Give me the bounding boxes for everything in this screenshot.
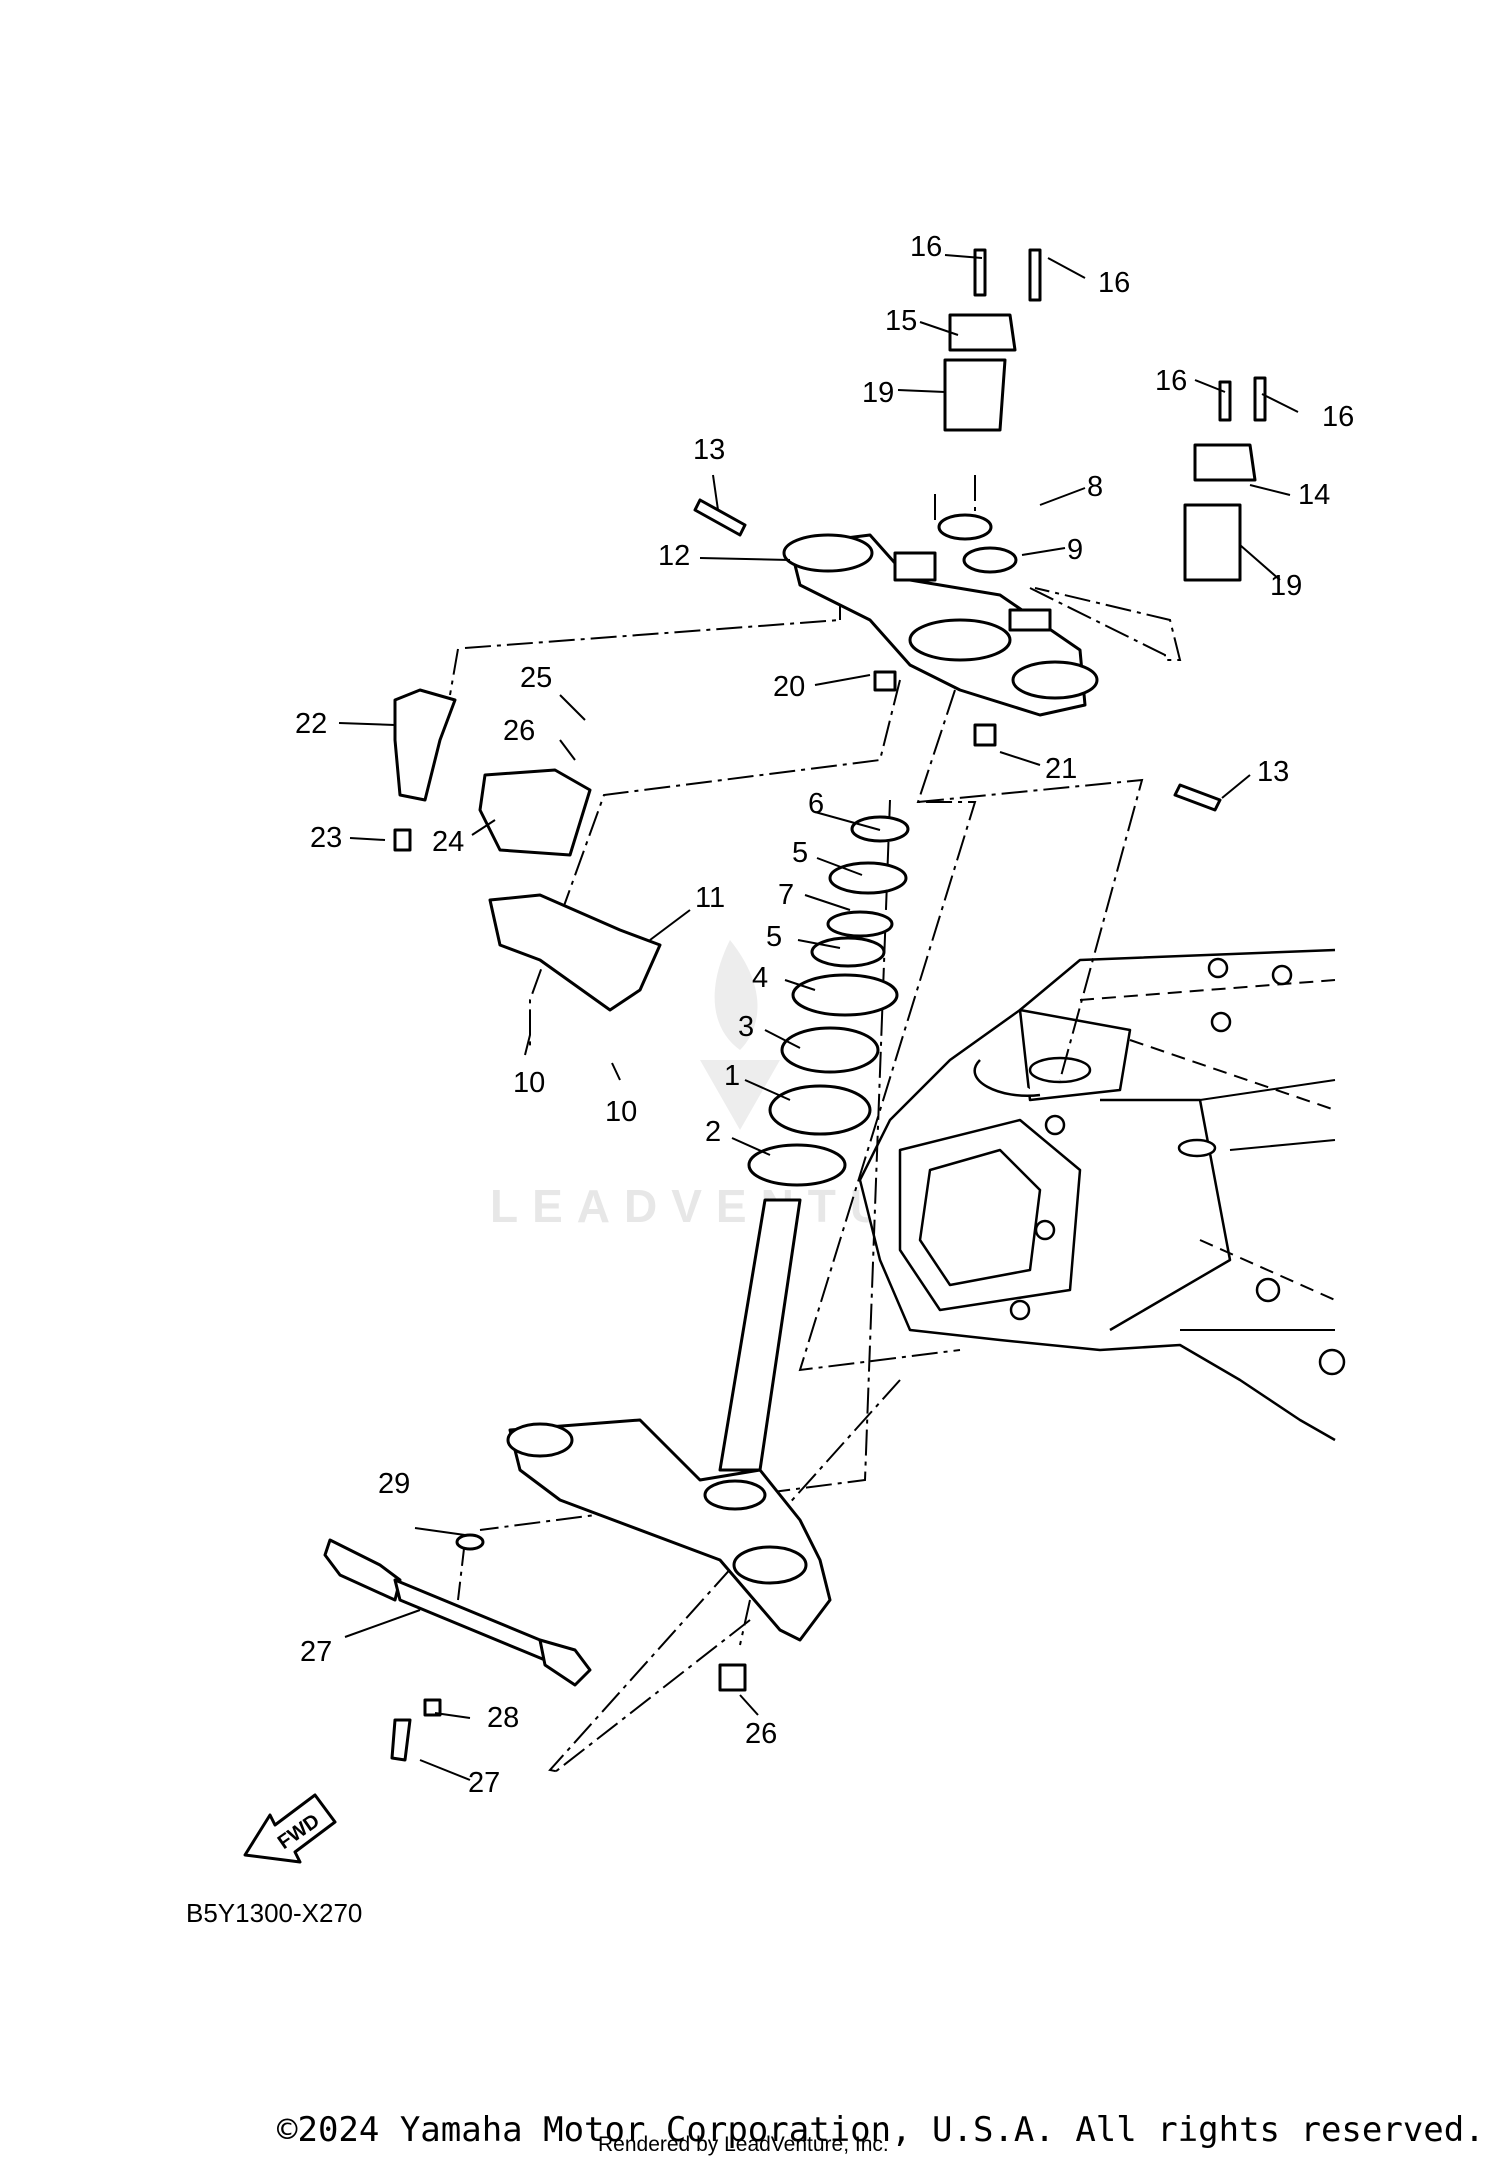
diagram-code: B5Y1300-X270: [186, 1898, 363, 1928]
callout-16: 16: [1322, 401, 1354, 433]
callout-8: 8: [1087, 471, 1103, 503]
bolts: [693, 498, 1222, 812]
callout-19: 21: [1045, 753, 1077, 785]
rendered-by-text: Rendered by LeadVenture, Inc.: [598, 2133, 889, 2156]
upper-bracket: [782, 513, 1099, 747]
bearing-stack: [747, 815, 910, 1187]
callout-2: 2: [705, 1116, 721, 1148]
callout-14: 14: [1298, 479, 1330, 511]
callout-15: 15: [885, 305, 917, 337]
callout-5: 5: [766, 921, 782, 953]
callout-10: 10: [513, 1067, 545, 1099]
left-brackets: [393, 688, 662, 1012]
callout-1: 1: [724, 1060, 740, 1092]
callout-12: 12: [658, 540, 690, 572]
callout-4: 4: [752, 962, 768, 994]
callout-9: 9: [1067, 534, 1083, 566]
steering-stem: [506, 1198, 832, 1642]
frame: [858, 948, 1346, 1442]
callout-26: 26: [745, 1718, 777, 1750]
callout-16: 16: [1155, 365, 1187, 397]
steering-damper: [323, 1533, 747, 1762]
callout-10: 10: [605, 1096, 637, 1128]
callout-28: 28: [487, 1702, 519, 1734]
callout-5: 5: [792, 837, 808, 869]
callout-21: 23: [310, 822, 342, 854]
callout-25: 27: [300, 1636, 332, 1668]
callout-17: 19: [1270, 570, 1302, 602]
callout-18: 19: [862, 377, 894, 409]
callout-6: 6: [808, 788, 824, 820]
callout-7: 7: [778, 879, 794, 911]
callout-13: 13: [1257, 756, 1289, 788]
callout-19: 20: [773, 671, 805, 703]
callout-22: 24: [432, 826, 464, 858]
callout-24: 26: [503, 715, 535, 747]
callout-20: 22: [295, 708, 327, 740]
callout-27: 27: [468, 1767, 500, 1799]
callouts: 16 16 15 19 16 16 14 19 8 9 13 12 20 21 …: [295, 231, 1354, 1799]
callout-29: 29: [378, 1468, 410, 1500]
callout-13: 13: [693, 434, 725, 466]
leader-lines: [338, 254, 1299, 1781]
fwd-arrow: FWD: [243, 1793, 337, 1864]
handlebar-holders: [943, 248, 1267, 582]
callout-3: 3: [738, 1011, 754, 1043]
callout-23: 25: [520, 662, 552, 694]
callout-16: 16: [1098, 267, 1130, 299]
callout-11: 11: [695, 882, 725, 914]
callout-16: 16: [910, 231, 942, 263]
copyright-notice: ©2024 Yamaha Motor Corporation, U.S.A. A…: [277, 2110, 1485, 2150]
